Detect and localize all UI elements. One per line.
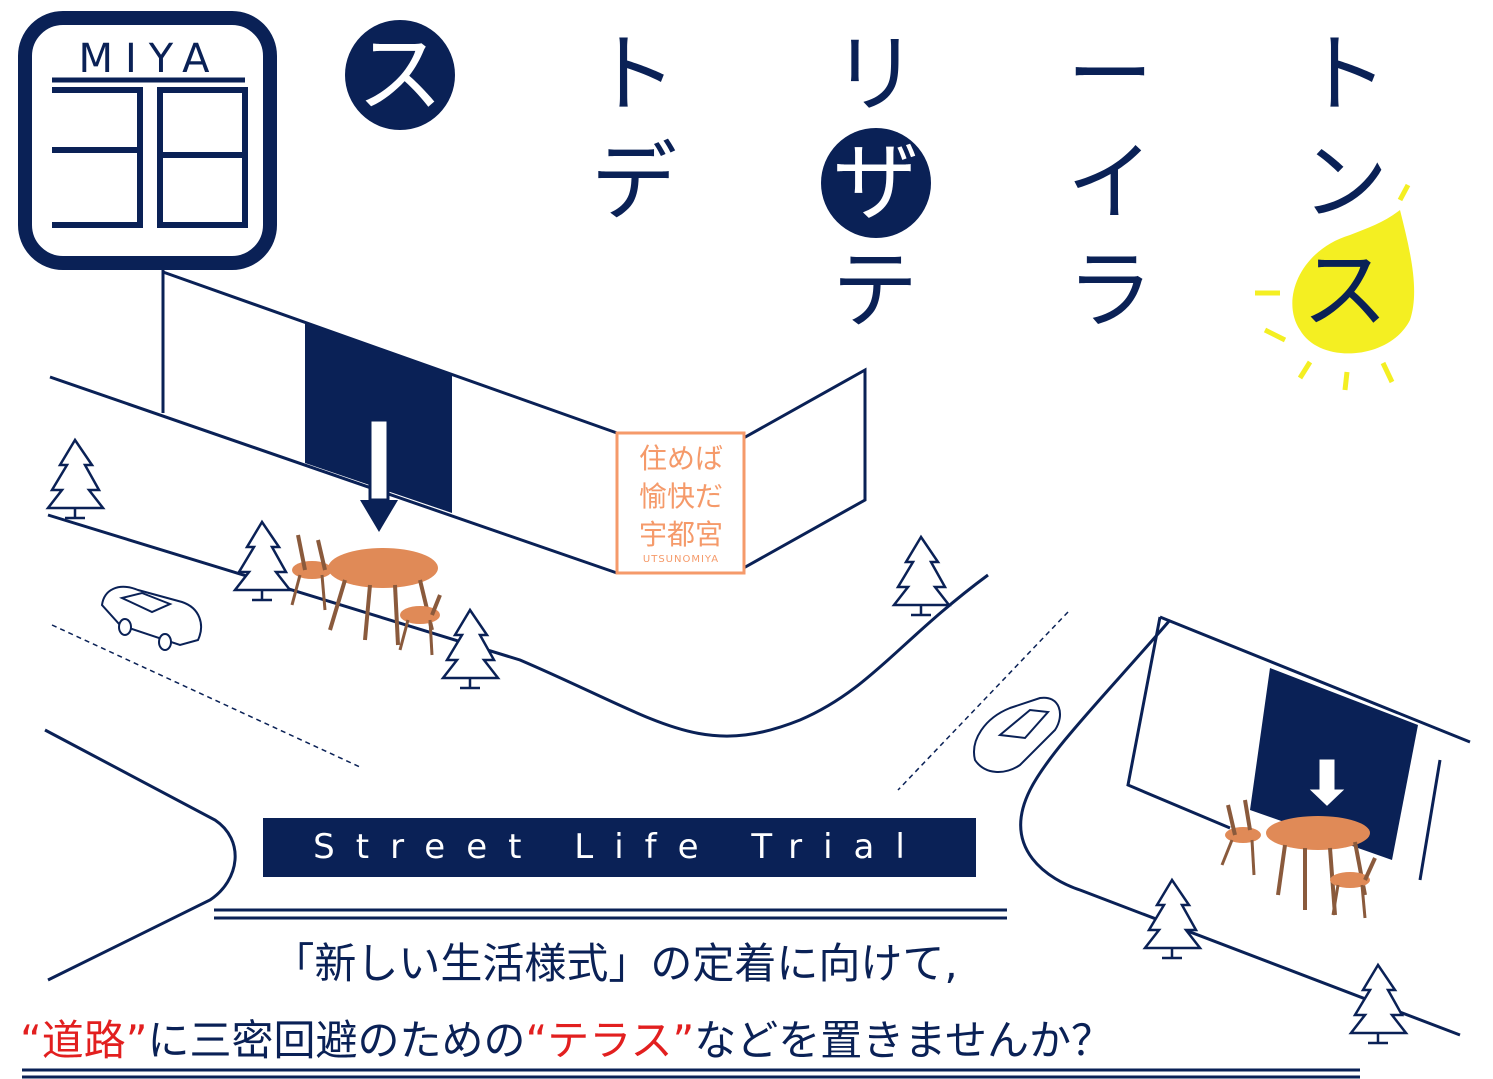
terrace-table-icon — [290, 534, 442, 656]
title-char: ー — [1067, 25, 1153, 125]
title-circle-icon — [345, 20, 455, 130]
arrow-down-icon — [1302, 756, 1352, 811]
dashed-lane-lines — [51, 611, 1069, 791]
tree-icon — [1348, 962, 1409, 1045]
divider-lines — [22, 908, 1360, 1079]
terrace-table-icon — [1220, 799, 1377, 919]
title-circle-icon — [821, 128, 931, 238]
miya-logo-icon — [18, 11, 277, 270]
title-char: ン — [1302, 133, 1388, 233]
title-char: イ — [1067, 133, 1153, 233]
tree-icon — [45, 437, 106, 520]
building-door — [305, 322, 452, 513]
tagline-mid: に三密回避のための — [147, 1016, 526, 1065]
title-char: ト — [591, 25, 677, 125]
tagline-line1: 「新しい生活様式」の定着に向けて, — [272, 939, 958, 988]
title-char: テ — [832, 241, 918, 341]
title-char: ス — [1302, 241, 1388, 341]
tree-icon — [1142, 877, 1203, 960]
sign-board — [615, 431, 746, 575]
tagline-road: “道路” — [20, 1016, 148, 1065]
street-lines — [44, 268, 1471, 1037]
tree-icon — [891, 534, 952, 617]
street-life-trial-banner: Street Life Trial — [263, 818, 976, 877]
sun-icon — [1255, 183, 1415, 391]
tagline-line2: “道路”に三密回避のための“テラス”などを置きませんか？ — [20, 1007, 1310, 1068]
car-icon — [100, 585, 202, 651]
tagline-end: などを置きませんか？ — [694, 1016, 1113, 1065]
sign-text: 住めば 愉快だ 宇都宮 UTSUNOMIYA — [618, 440, 744, 572]
title-char: ト — [1302, 25, 1388, 125]
car-icon — [973, 696, 1061, 773]
tagline-terrace: “テラス” — [525, 1016, 695, 1065]
sign-line: 愉快だ — [638, 480, 723, 513]
title-char: デ — [591, 133, 677, 233]
tree-icon — [440, 607, 501, 690]
sign-line: 宇都宮 — [638, 518, 723, 551]
arrow-down-icon — [360, 418, 398, 532]
sign-small: UTSUNOMIYA — [642, 554, 720, 565]
sign-line: 住めば — [638, 442, 723, 475]
tree-icon — [232, 519, 293, 602]
title-char: ス — [357, 25, 443, 125]
title-char: リ — [832, 25, 918, 125]
title-char: ザ — [833, 133, 919, 233]
logo-text: MIYA — [78, 36, 222, 82]
title-char: ラ — [1067, 241, 1153, 341]
